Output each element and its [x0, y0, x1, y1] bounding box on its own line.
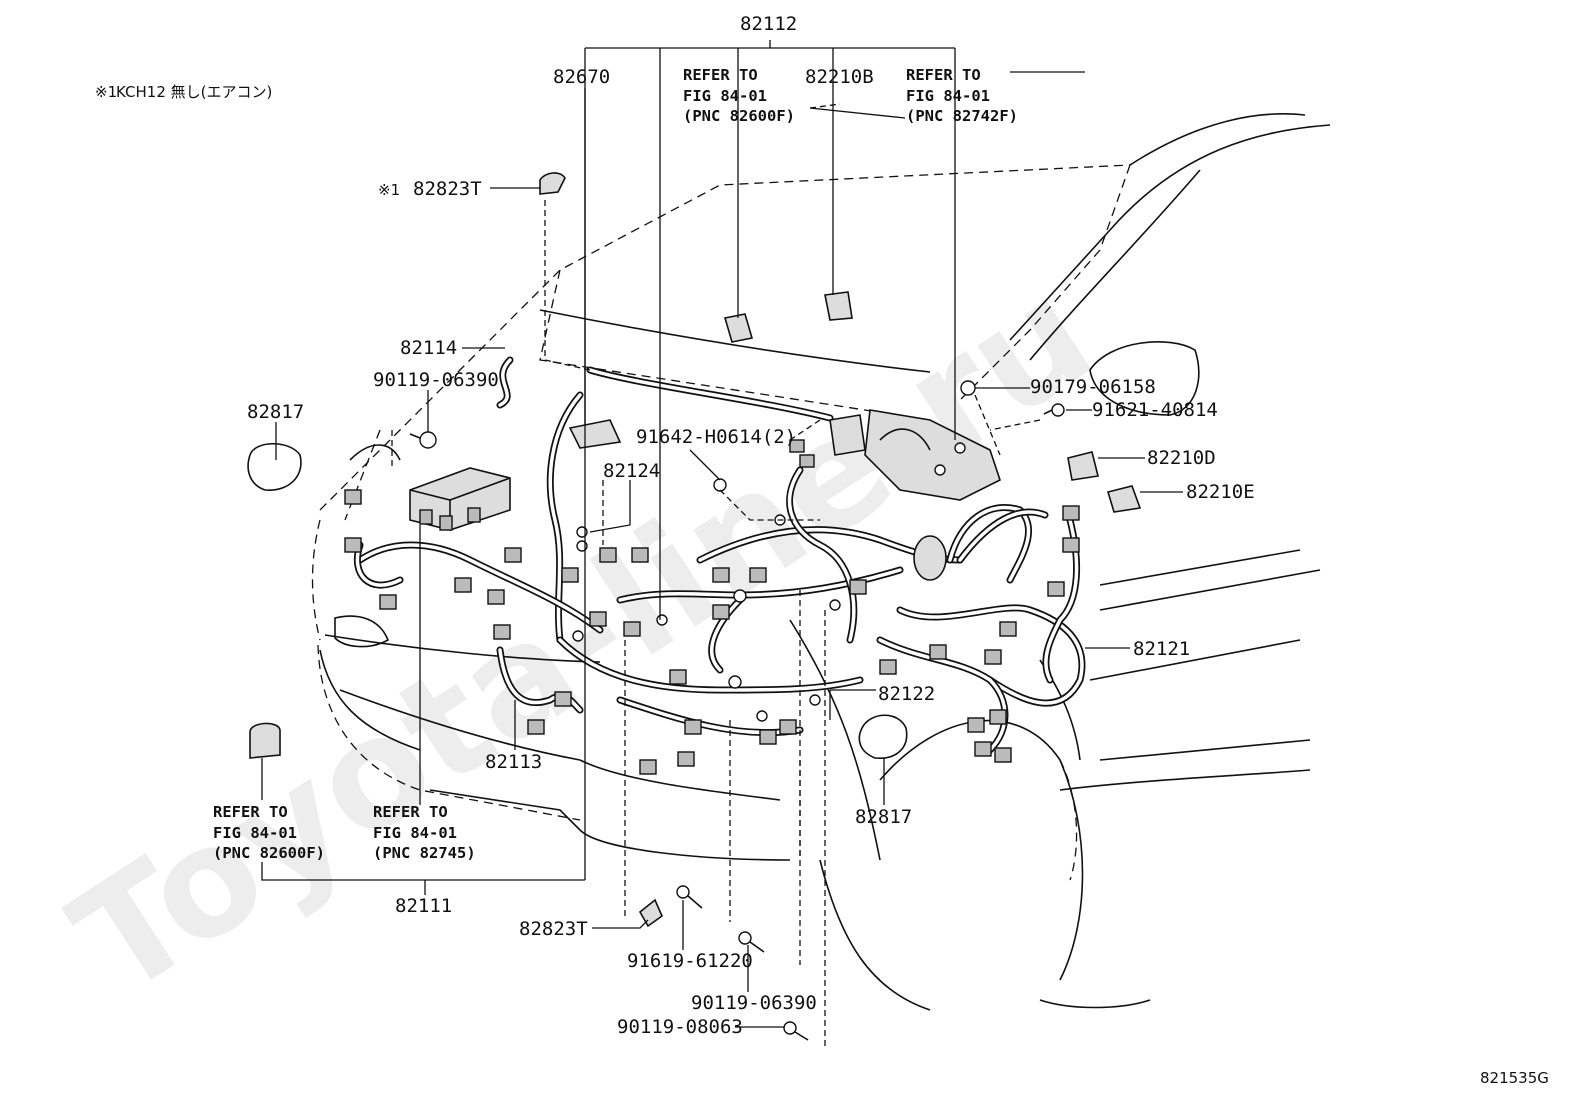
- ref-bottom-left-line2: FIG 84-01: [213, 824, 297, 842]
- junction-block: [409, 467, 511, 531]
- bracket-82670: [568, 419, 622, 449]
- vehicle-body-outline: [311, 113, 1331, 1011]
- components: [247, 172, 1142, 1041]
- part-labels: ※1 KCH12 無し(エアコン) 82112 82670 82210B REF…: [95, 13, 1549, 1087]
- ecu-bracket: [829, 409, 1001, 501]
- label-90119-06390-bottom: 90119-06390: [691, 992, 817, 1014]
- ref-top-right-line1: REFER TO: [906, 66, 981, 84]
- connector-82210e: [1106, 485, 1142, 513]
- ref-top-right-line3: (PNC 82742F): [906, 107, 1018, 125]
- label-82210e: 82210E: [1186, 481, 1255, 503]
- label-82121: 82121: [1133, 638, 1190, 660]
- label-82823t-top-marker: ※1: [378, 181, 400, 199]
- clamp-82823t-bottom: [638, 898, 663, 928]
- label-82210d: 82210D: [1147, 447, 1216, 469]
- label-82112: 82112: [740, 13, 797, 35]
- label-82817-left: 82817: [247, 401, 304, 423]
- label-82113: 82113: [485, 751, 542, 773]
- bracket-82817-left: [247, 443, 302, 491]
- drawing-code: 821535G: [1480, 1069, 1549, 1087]
- connector-82210d: [1067, 451, 1099, 481]
- ref-bottom-right-line3: (PNC 82745): [373, 844, 476, 862]
- ref-top-left-line1: REFER TO: [683, 66, 758, 84]
- ref-top-right-line2: FIG 84-01: [906, 87, 990, 105]
- connector-82600f: [723, 313, 754, 343]
- label-82210b: 82210B: [805, 66, 874, 88]
- label-82817-right: 82817: [855, 806, 912, 828]
- leader-lines: [261, 40, 1183, 1050]
- label-91621-40814: 91621-40814: [1092, 399, 1218, 421]
- label-82122: 82122: [878, 683, 935, 705]
- label-91642-h0614: 91642-H0614(2): [636, 426, 796, 448]
- connector-82210b: [824, 291, 853, 321]
- label-82823t-bottom: 82823T: [519, 918, 588, 940]
- bracket-82817-right: [858, 714, 908, 759]
- note-marker: ※1: [95, 83, 117, 101]
- label-82670: 82670: [553, 66, 610, 88]
- ref-bottom-right-line1: REFER TO: [373, 803, 448, 821]
- grommet: [913, 535, 947, 581]
- label-90119-06390-top: 90119-06390: [373, 369, 499, 391]
- ref-bottom-left-line1: REFER TO: [213, 803, 288, 821]
- label-91619-61220: 91619-61220: [627, 950, 753, 972]
- label-82114: 82114: [400, 337, 457, 359]
- ref-top-left-line2: FIG 84-01: [683, 87, 767, 105]
- label-82823t-top: 82823T: [413, 178, 482, 200]
- clamp-82823t-top: [539, 172, 566, 195]
- ref-top-left-line3: (PNC 82600F): [683, 107, 795, 125]
- ref-bottom-right-line2: FIG 84-01: [373, 824, 457, 842]
- label-82111: 82111: [395, 895, 452, 917]
- note-text: KCH12 無し(エアコン): [116, 83, 272, 101]
- ref-bottom-left-line3: (PNC 82600F): [213, 844, 325, 862]
- label-82124: 82124: [603, 460, 660, 482]
- label-90119-08063: 90119-08063: [617, 1016, 743, 1038]
- label-90179-06158: 90179-06158: [1030, 376, 1156, 398]
- connector-82600f-bottom: [249, 722, 281, 759]
